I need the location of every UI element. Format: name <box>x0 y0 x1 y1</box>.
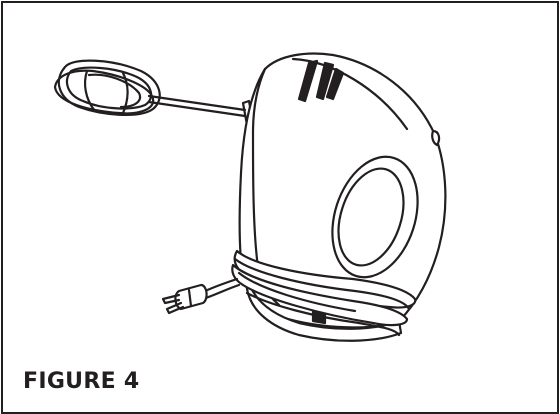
beater-whisk <box>53 59 255 127</box>
wrapped-cord <box>161 249 417 337</box>
mixer-body <box>238 52 447 342</box>
hand-mixer-with-wrapped-cord-icon <box>53 52 447 342</box>
figure-caption: FIGURE 4 <box>23 369 140 394</box>
